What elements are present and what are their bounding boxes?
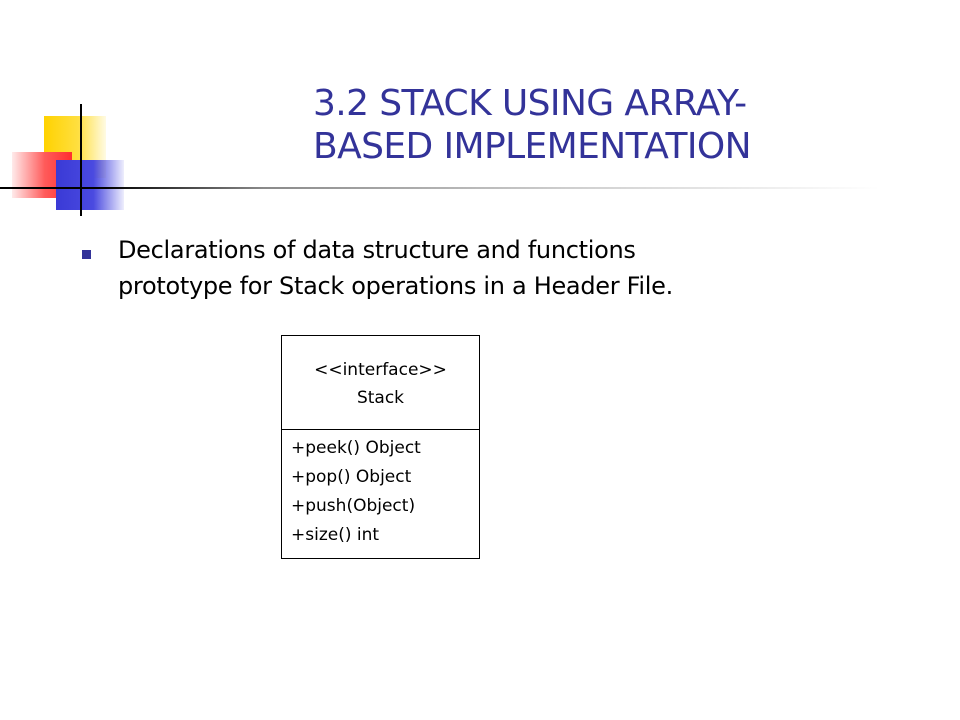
uml-method-peek: +peek() Object [291,438,421,458]
bullet-text: Declarations of data structure and funct… [118,236,673,300]
slide-title-line-1: 3.2 STACK USING ARRAY- [313,83,747,124]
title-underline-rule [0,187,880,189]
uml-method-size: +size() int [291,525,380,545]
uml-method-list: +peek() Object +pop() Object +push(Objec… [282,430,479,550]
uml-class-name: Stack [356,388,405,408]
square-bullet-icon [82,250,91,259]
slide-title: 3.2 STACK USING ARRAY- BASED IMPLEMENTAT… [313,82,873,168]
uml-method-push: +push(Object) [291,496,416,516]
uml-class-diagram: <<interface>> Stack +peek() Object +pop(… [281,335,480,559]
slide-title-line-2: BASED IMPLEMENTATION [313,126,752,167]
uml-method-pop: +pop() Object [291,467,412,487]
uml-class-header: <<interface>> Stack [282,336,479,430]
uml-stereotype: <<interface>> [314,360,447,380]
corner-decoration [0,0,140,230]
vertical-rule-decoration [80,104,82,216]
blue-square-decoration [56,160,124,210]
